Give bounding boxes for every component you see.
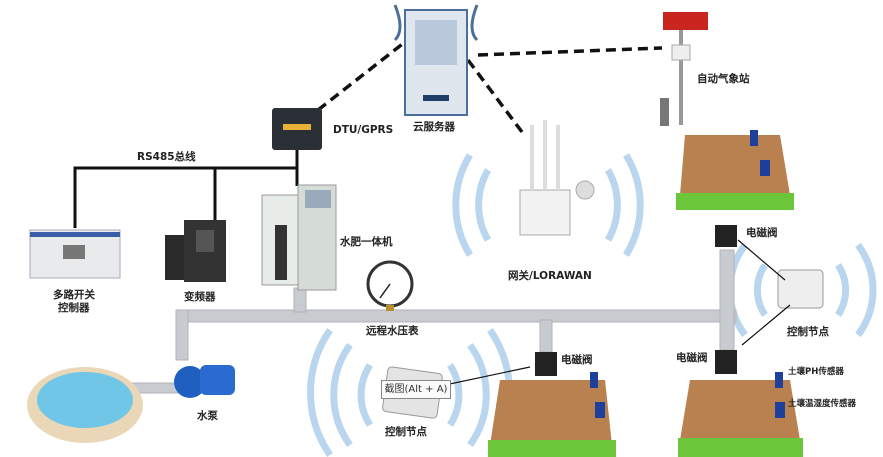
dtu-device-icon: [272, 108, 322, 150]
multi-switch-controller-icon: [29, 229, 121, 279]
water-pool-icon: [27, 367, 143, 443]
sensor-icons: [590, 130, 785, 418]
inverter-label: 变频器: [184, 291, 216, 303]
weather-station-icon: [660, 12, 708, 126]
pressure-gauge-label: 远程水压表: [366, 325, 419, 337]
rs485-bus: [73, 150, 299, 228]
valve-mid-label: 电磁阀: [561, 354, 593, 366]
water-pipes: [119, 249, 737, 394]
dtu-label: DTU/GPRS: [333, 124, 394, 136]
multi-switch-label-1: 多路开关: [53, 289, 95, 301]
screenshot-tooltip: 截图(Alt + A): [381, 380, 451, 399]
valve-right-bottom-label: 电磁阀: [676, 352, 708, 364]
water-pump-icon: [174, 365, 235, 398]
wireless-links: [316, 40, 663, 134]
ph-sensor-label: 土壤PH传感器: [788, 367, 844, 377]
cloud-server-label: 云服务器: [413, 121, 455, 133]
fertigation-label: 水肥一体机: [340, 236, 393, 248]
rs485-label: RS485总线: [137, 151, 196, 163]
fertigation-machine-icon: [261, 184, 337, 291]
gateway-icon: [519, 120, 595, 236]
multi-switch-label-2: 控制器: [58, 302, 90, 314]
gateway-label: 网关/LORAWAN: [508, 270, 592, 282]
weather-station-label: 自动气象站: [697, 73, 750, 85]
valve-right-top-label: 电磁阀: [746, 227, 778, 239]
valve-icons: [535, 225, 737, 376]
control-node-right-label: 控制节点: [787, 326, 829, 338]
field-icons: [488, 135, 803, 457]
pump-label: 水泵: [197, 410, 218, 422]
control-node-right-icon: [777, 269, 824, 309]
soil-sensor-label: 土壤温湿度传感器: [788, 399, 857, 409]
gateway-waves: [452, 153, 644, 257]
control-node-left-label: 控制节点: [385, 426, 427, 438]
cloud-server-icon: [393, 4, 479, 116]
inverter-icon: [165, 220, 226, 282]
pressure-gauge-icon: [366, 260, 414, 311]
